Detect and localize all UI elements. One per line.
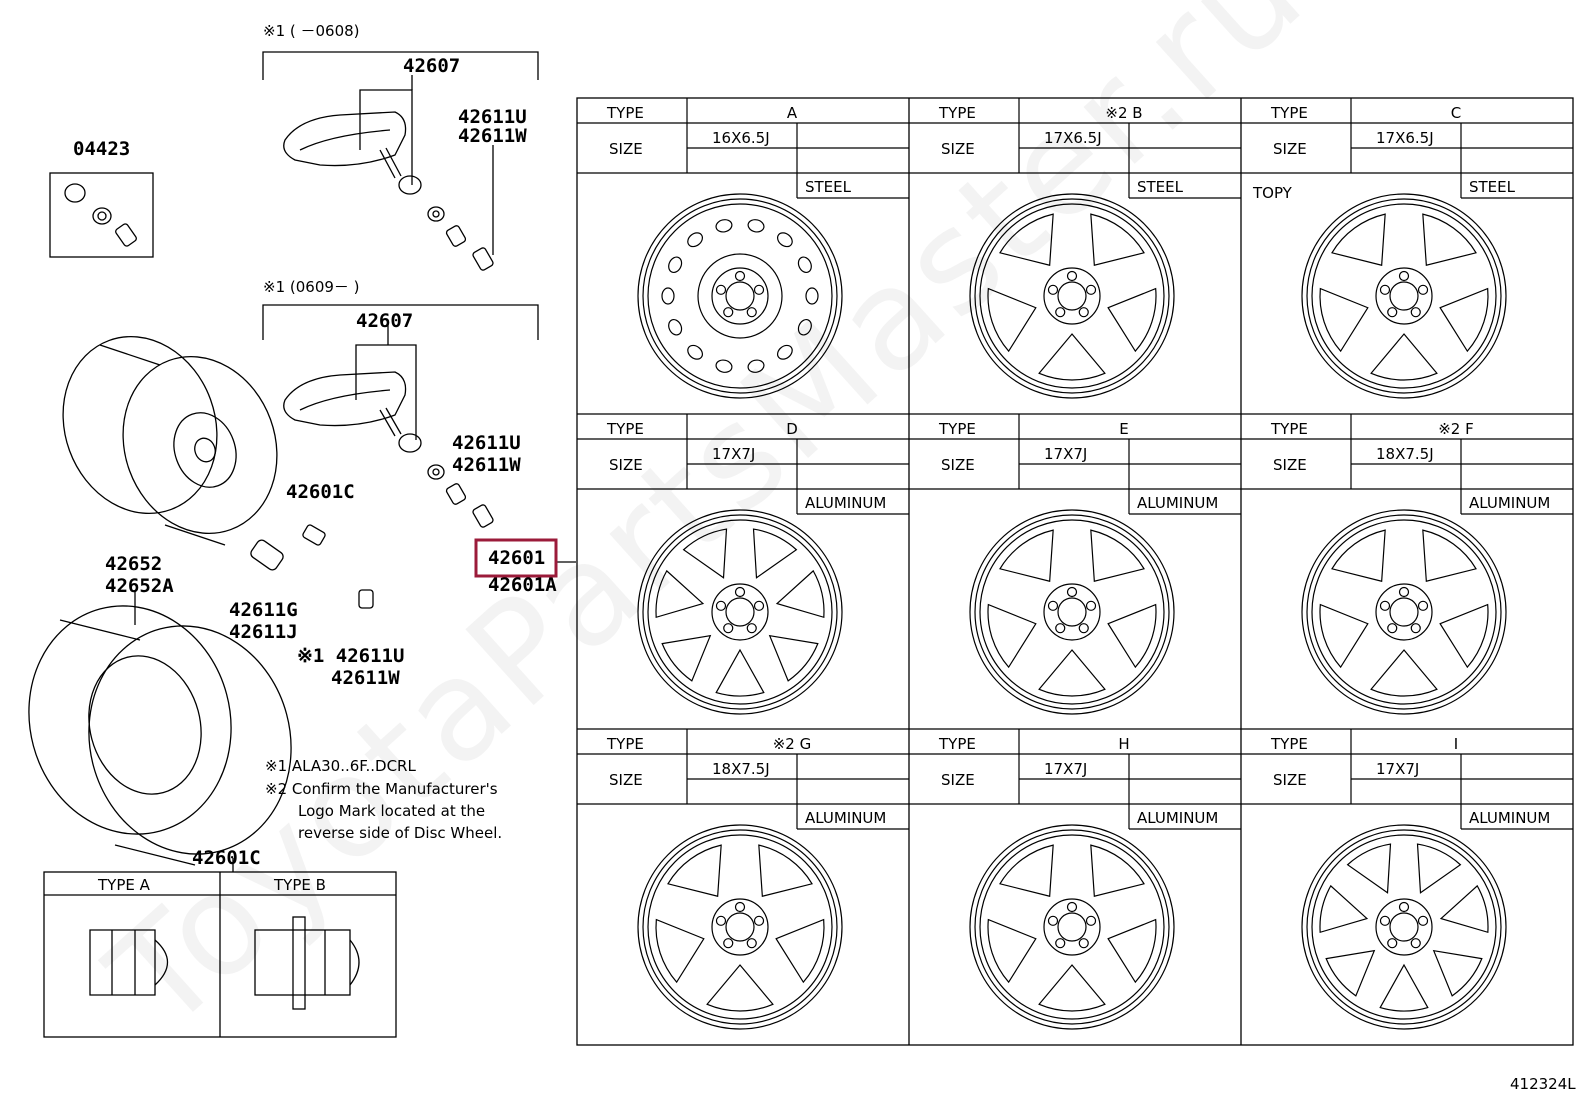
wheel-size-value-1: 17X6.5J bbox=[1044, 129, 1102, 147]
valve-stem-part-bottom[interactable]: 42611J bbox=[229, 621, 298, 643]
size-label-6: SIZE bbox=[609, 771, 643, 789]
wheel-size-value-3: 17X7J bbox=[712, 445, 756, 463]
size-label-0: SIZE bbox=[609, 140, 643, 158]
wheel-material-value-5: ALUMINUM bbox=[1469, 494, 1551, 512]
wheel-material-value-1: STEEL bbox=[1137, 178, 1183, 196]
wheel-material-value-2: STEEL bbox=[1469, 178, 1515, 196]
wheel-type-value-5: ※2 F bbox=[1438, 420, 1474, 438]
size-label-3: SIZE bbox=[609, 456, 643, 474]
wheel-type-value-1: ※2 B bbox=[1105, 104, 1143, 122]
type-label-1: TYPE bbox=[939, 104, 976, 122]
wheel-material-value-0: STEEL bbox=[805, 178, 851, 196]
group1-assembly-part[interactable]: 42607 bbox=[403, 55, 461, 77]
size-label-1: SIZE bbox=[941, 140, 975, 158]
size-label-2: SIZE bbox=[1273, 140, 1307, 158]
type-label-5: TYPE bbox=[1271, 420, 1308, 438]
wheel-material-value-6: ALUMINUM bbox=[805, 809, 887, 827]
wheel-size-value-5: 18X7.5J bbox=[1376, 445, 1434, 463]
wheel-size-value-6: 18X7.5J bbox=[712, 760, 770, 778]
valve-core-part[interactable]: 42601C bbox=[286, 481, 355, 503]
group2-valve-part-top[interactable]: 42611U bbox=[452, 432, 521, 454]
footnote-1: ※1 ALA30..6F..DCRL bbox=[265, 757, 416, 775]
wheel-logo-label-2: TOPY bbox=[1253, 184, 1292, 202]
wheel-size-value-0: 16X6.5J bbox=[712, 129, 770, 147]
wheel-type-value-7: H bbox=[1118, 735, 1130, 753]
tire-part-top[interactable]: 42652 bbox=[105, 553, 163, 575]
wheel-material-value-4: ALUMINUM bbox=[1137, 494, 1219, 512]
type-label-7: TYPE bbox=[939, 735, 976, 753]
wheel-part-highlighted[interactable]: 42601 bbox=[488, 547, 546, 569]
wheel-type-value-2: C bbox=[1450, 104, 1462, 122]
footnote-2-line1: ※2 Confirm the Manufacturer's bbox=[265, 780, 498, 798]
wheel-type-value-4: E bbox=[1119, 420, 1129, 438]
size-label-4: SIZE bbox=[941, 456, 975, 474]
wheel-material-value-3: ALUMINUM bbox=[805, 494, 887, 512]
type-label-4: TYPE bbox=[939, 420, 976, 438]
footnote-2-line2: Logo Mark located at the bbox=[298, 802, 486, 820]
group1-valve-part-bottom[interactable]: 42611W bbox=[458, 125, 527, 147]
wheel-size-value-7: 17X7J bbox=[1044, 760, 1088, 778]
diagram-id: 412324L bbox=[1510, 1075, 1576, 1093]
wheel-part-alt[interactable]: 42601A bbox=[488, 574, 557, 596]
type-label-0: TYPE bbox=[607, 104, 644, 122]
type-label-8: TYPE bbox=[1271, 735, 1308, 753]
wheel-material-value-7: ALUMINUM bbox=[1137, 809, 1219, 827]
type-label-2: TYPE bbox=[1271, 104, 1308, 122]
wheel-type-value-3: D bbox=[786, 420, 798, 438]
group1-valve-part-top[interactable]: 42611U bbox=[458, 106, 527, 128]
wheel-type-value-0: A bbox=[786, 104, 798, 122]
nut-kit-part[interactable]: 04423 bbox=[73, 138, 131, 160]
group1-note: ※1 ( －0608) bbox=[263, 22, 360, 40]
wheel-material-value-8: ALUMINUM bbox=[1469, 809, 1551, 827]
cap-part-bottom[interactable]: 42611W bbox=[331, 667, 400, 689]
type-label-3: TYPE bbox=[607, 420, 644, 438]
size-label-5: SIZE bbox=[1273, 456, 1307, 474]
wheel-size-value-8: 17X7J bbox=[1376, 760, 1420, 778]
size-label-8: SIZE bbox=[1273, 771, 1307, 789]
wheel-type-value-6: ※2 G bbox=[772, 735, 812, 753]
group2-note: ※1 (0609－ ) bbox=[263, 278, 360, 296]
nut-type-b-label: TYPE B bbox=[274, 876, 326, 894]
nut-part[interactable]: 42601C bbox=[192, 847, 261, 869]
cap-part-top[interactable]: ※1 42611U bbox=[297, 645, 405, 667]
footnote-2-line3: reverse side of Disc Wheel. bbox=[298, 824, 503, 842]
group2-valve-part-bottom[interactable]: 42611W bbox=[452, 454, 521, 476]
wheel-size-value-2: 17X6.5J bbox=[1376, 129, 1434, 147]
size-label-7: SIZE bbox=[941, 771, 975, 789]
tire-part-bottom[interactable]: 42652A bbox=[105, 575, 174, 597]
wheel-type-value-8: I bbox=[1453, 735, 1459, 753]
group2-assembly-part[interactable]: 42607 bbox=[356, 310, 414, 332]
valve-stem-part-top[interactable]: 42611G bbox=[229, 599, 298, 621]
type-label-6: TYPE bbox=[607, 735, 644, 753]
wheel-size-value-4: 17X7J bbox=[1044, 445, 1088, 463]
nut-type-a-label: TYPE A bbox=[98, 876, 150, 894]
